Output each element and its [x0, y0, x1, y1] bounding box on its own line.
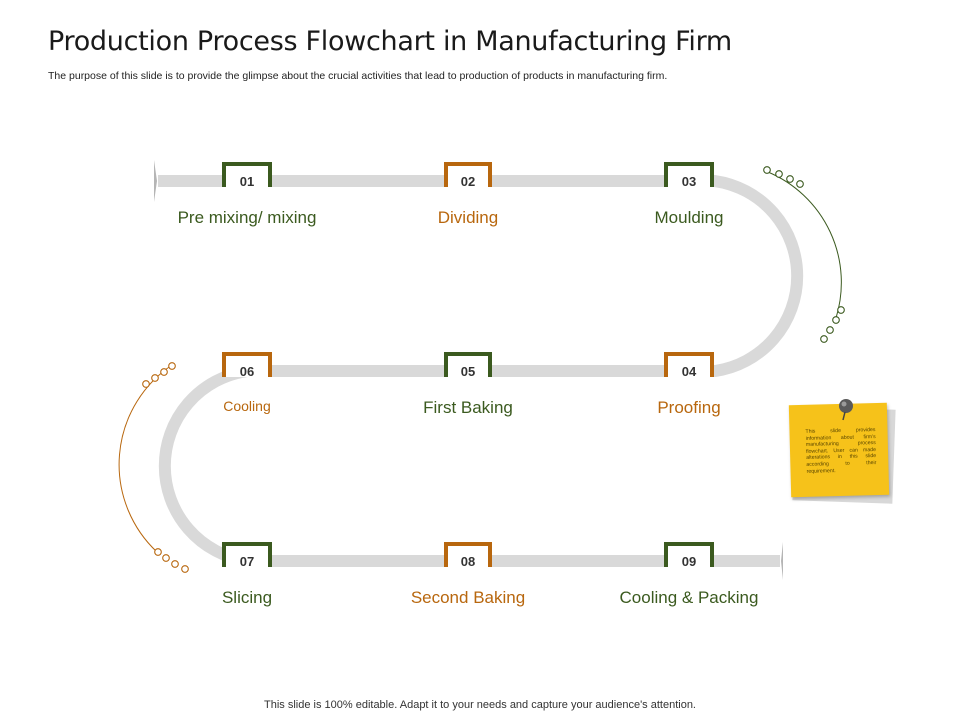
step-number: 01: [239, 174, 255, 189]
step-label: Dividing: [437, 208, 499, 227]
step-number: 06: [239, 364, 255, 379]
step-label: Second Baking: [410, 588, 526, 607]
step-number: 07: [239, 554, 255, 569]
step-label: First Baking: [423, 398, 513, 417]
step-number: 09: [681, 554, 697, 569]
sticky-note-text: This slide provides information about fi…: [805, 427, 877, 475]
step-label: Pre mixing/ mixing: [177, 208, 317, 227]
page-title: Production Process Flowchart in Manufact…: [48, 26, 732, 57]
step-number: 03: [681, 174, 697, 189]
step-number: 02: [460, 174, 476, 189]
step-label: Slicing: [221, 588, 273, 607]
step-label: Proofing: [657, 398, 721, 417]
step-label: Cooling & Packing: [619, 588, 759, 607]
step-label: Cooling: [223, 398, 271, 414]
step-number: 08: [460, 554, 476, 569]
step-number: 05: [460, 364, 476, 379]
pushpin-icon: [839, 399, 853, 421]
footer-note: This slide is 100% editable. Adapt it to…: [264, 699, 696, 711]
step-label: Moulding: [654, 208, 724, 227]
page-subtitle: The purpose of this slide is to provide …: [48, 70, 668, 82]
sticky-note: This slide provides information about fi…: [788, 399, 896, 504]
step-number: 04: [681, 364, 697, 379]
